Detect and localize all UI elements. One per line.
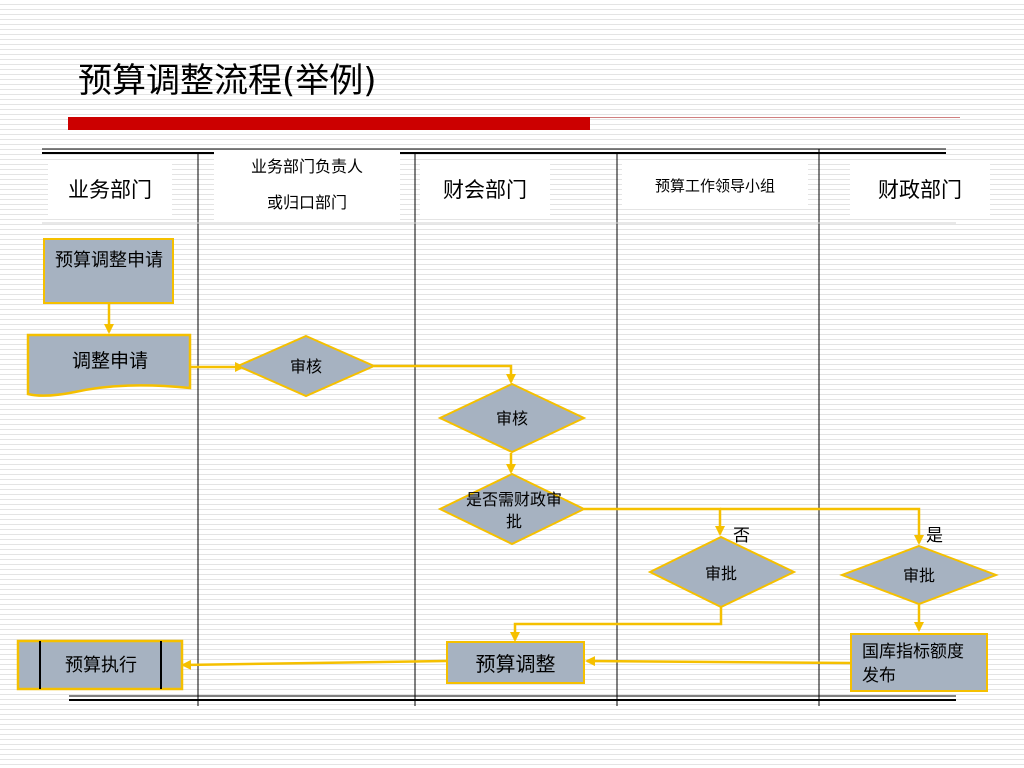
document-shape-adjust-doc [26, 333, 192, 397]
lane-header-business-lead-line2: 或归口部门 [266, 193, 347, 212]
process-release: 国库指标额度发布 [850, 633, 988, 692]
connector-review-lead-to-review-finance [374, 364, 516, 384]
swimlane-frame [42, 148, 956, 706]
connector-decision-to-group [584, 507, 725, 536]
process-execute-label: 预算执行 [65, 655, 137, 676]
process-apply-request: 预算调整申请 [43, 238, 174, 304]
lane-header-business-lead-line1: 业务部门负责人 [250, 157, 363, 176]
decision-approve-group [647, 535, 797, 609]
lane-header-business-lead: 业务部门负责人 或归口部门 [214, 150, 400, 220]
title-underline-line [590, 117, 960, 118]
connector-adjust-to-execute [181, 659, 447, 670]
decision-review-finance [437, 382, 587, 454]
edge-label-no: 否 [733, 526, 750, 546]
decision-review-lead-label: 审核 [289, 357, 322, 376]
decision-need-fiscal-label: 是否需财政审批 [465, 490, 562, 531]
process-apply-request-label: 预算调整申请 [55, 250, 163, 271]
process-adjust-label: 预算调整 [475, 652, 556, 676]
process-release-label: 国库指标额度发布 [862, 642, 964, 686]
decision-approve-group-label: 审批 [704, 564, 737, 583]
page-title: 预算调整流程(举例) [78, 61, 377, 101]
decision-need-fiscal [437, 472, 587, 546]
decision-approve-fiscal-label: 审批 [902, 566, 935, 585]
decision-review-finance-label: 审核 [495, 409, 528, 428]
connector-decision-to-fiscal [720, 507, 924, 545]
document-adjust-doc-label: 调整申请 [71, 350, 148, 372]
lane-header-finance: 财会部门 [420, 160, 550, 218]
predefined-process-execute [16, 639, 184, 691]
title-underline-bar [68, 117, 590, 130]
process-adjust: 预算调整 [446, 641, 585, 684]
lane-header-business: 业务部门 [48, 160, 172, 218]
lane-header-fiscal: 财政部门 [850, 160, 990, 218]
edge-label-yes: 是 [926, 526, 943, 546]
decision-review-lead [235, 334, 377, 398]
lane-header-budget-group: 预算工作领导小组 [622, 162, 808, 208]
connector-release-to-adjust [585, 656, 851, 667]
decision-approve-fiscal [839, 544, 999, 606]
connector-group-to-adjust [510, 606, 723, 642]
